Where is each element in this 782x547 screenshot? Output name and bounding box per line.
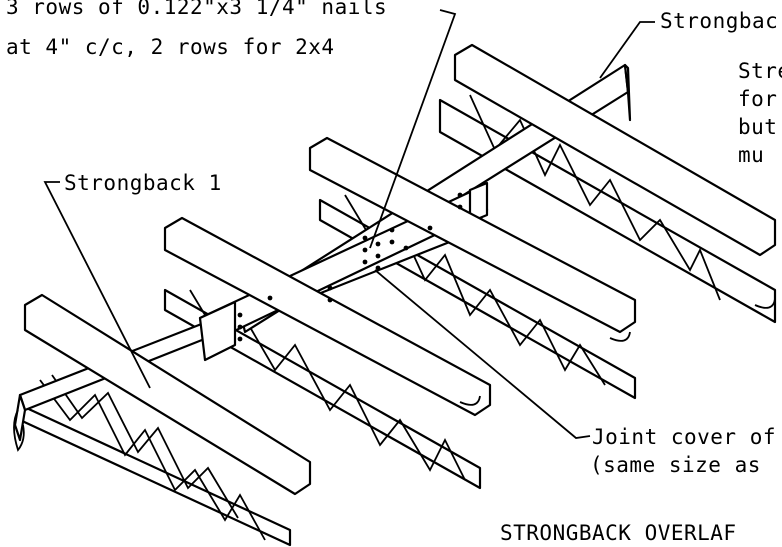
- truss-2-top-chord: [163, 216, 492, 417]
- strongback-2-label: Strongbac: [660, 9, 778, 33]
- nail-pattern: [237, 192, 463, 342]
- nails-spec-line-1: 3 rows of 0.122"x3 1/4" nails: [6, 0, 387, 19]
- strongback-1-label: Strongback 1: [64, 171, 222, 195]
- nails-spec-line-2: at 4" c/c, 2 rows for 2x4: [6, 35, 335, 59]
- leader-nails: [369, 9, 457, 249]
- leader-strongback-1: [43, 181, 151, 389]
- truss-top-chords: [13, 43, 777, 496]
- note-line-4: mu: [738, 143, 764, 167]
- truss-1-top-chord: [23, 293, 312, 496]
- note-line-2: for: [738, 87, 777, 111]
- truss-2-bottom-chord: [163, 288, 482, 490]
- drawing-caption: STRONGBACK OVERLAF: [500, 521, 737, 545]
- note-line-1: Stre: [738, 59, 782, 83]
- joint-cover-front: [198, 300, 237, 362]
- joint-cover-line-1: Joint cover of: [592, 425, 776, 449]
- truss-3-end-cut: [609, 331, 631, 342]
- truss-4-top-chord: [453, 43, 777, 257]
- truss-1-webs-inner: [51, 374, 239, 519]
- leader-strongback-2: [599, 21, 655, 79]
- note-line-3: but: [738, 115, 777, 139]
- truss-3-top-chord: [308, 136, 637, 334]
- joint-cover-right: [468, 181, 489, 224]
- leader-joint-cover: [374, 269, 591, 439]
- truss-2-end-cut: [459, 395, 481, 406]
- annotations: 3 rows of 0.122"x3 1/4" nails at 4" c/c,…: [6, 0, 782, 545]
- leader-lines: [43, 9, 655, 439]
- truss-1-end-cut: [13, 409, 25, 452]
- truss-4-webs: [469, 94, 721, 301]
- truss-4-end-cut: [754, 298, 776, 309]
- joint-cover-line-2: (same size as: [590, 453, 761, 477]
- strongback-2-end: [623, 63, 632, 122]
